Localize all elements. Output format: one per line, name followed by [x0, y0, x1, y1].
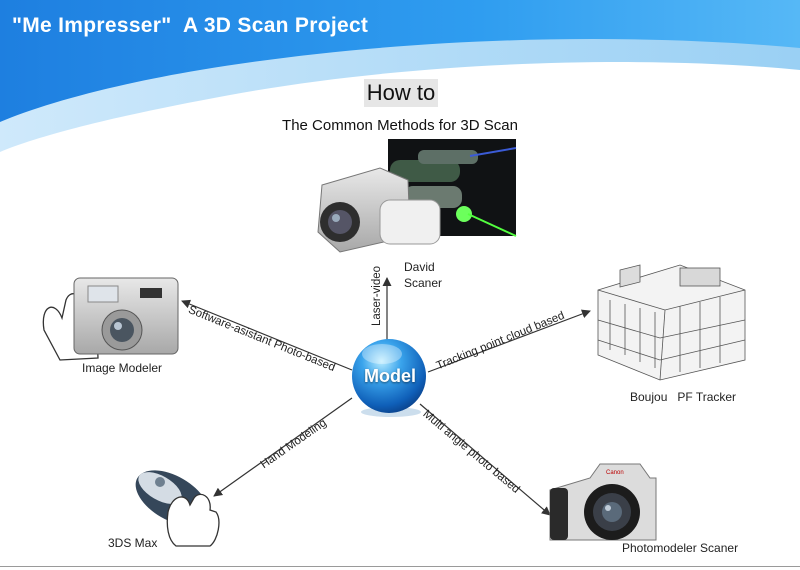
tool-label-image-modeler: Image Modeler [82, 361, 163, 375]
edge-label-laser-video: Laser-video [371, 265, 384, 327]
diagram-subtitle: The Common Methods for 3D Scan [282, 117, 518, 134]
video-camera-icon [317, 139, 517, 253]
tool-label-3ds-max: 3DS Max [108, 536, 158, 550]
edges [181, 277, 591, 516]
edge-photo-based [181, 299, 353, 371]
edge-point-cloud [427, 309, 591, 373]
header-banner [0, 0, 800, 152]
svg-text:Canon: Canon [606, 470, 624, 476]
tool-label-david-scaner: David Scaner [404, 260, 443, 290]
model-node [352, 339, 426, 417]
edge-hand-modeling [213, 397, 353, 497]
mouse-icon [135, 470, 220, 547]
how-to-heading: How to [364, 79, 438, 107]
point-cloud-icon [597, 264, 746, 381]
model-node-label: Model [364, 366, 416, 386]
edge-multi-angle [419, 403, 551, 516]
bottom-divider [0, 566, 800, 567]
digital-camera-icon [42, 277, 179, 361]
tool-label-boujou-pf-tracker: Boujou PF Tracker [630, 390, 737, 404]
tool-label-photomodeler: Photomodeler Scaner [622, 541, 739, 555]
page-title: "Me Impresser" A 3D Scan Project [12, 14, 369, 37]
dslr-camera-icon: Canon [549, 463, 657, 541]
